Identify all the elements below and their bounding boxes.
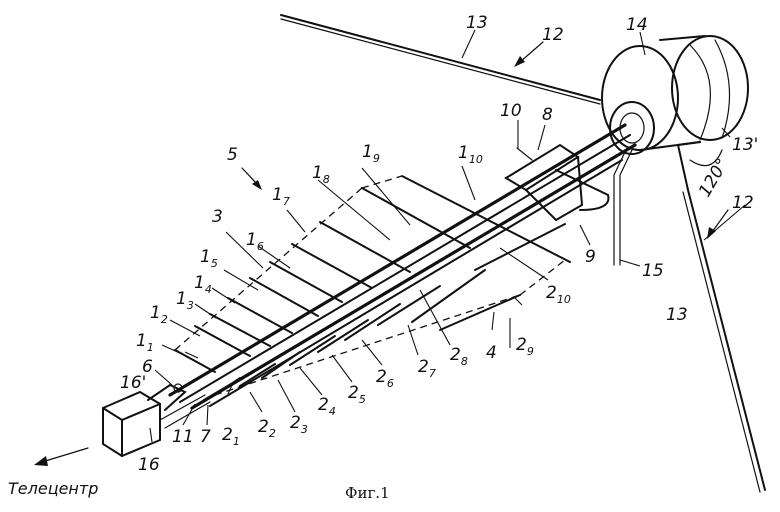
label-1-9: 19 — [362, 142, 380, 165]
label-2-5: 25 — [348, 383, 366, 406]
label-11: 11 — [172, 427, 194, 447]
lower-elements — [214, 223, 566, 396]
label-8: 8 — [542, 105, 553, 125]
label-6: 6 — [142, 357, 153, 377]
label-12-right: 12 — [732, 193, 754, 213]
label-1-6: 16 — [246, 230, 264, 253]
upper-elements — [174, 175, 571, 373]
label-2-2: 22 — [258, 417, 276, 440]
mount-bracket — [504, 143, 610, 222]
label-2-3: 23 — [290, 413, 308, 436]
label-1-7: 17 — [272, 185, 290, 208]
label-13-prime: 13' — [732, 135, 758, 155]
label-2-9: 29 — [516, 335, 534, 358]
envelope-outlines — [174, 175, 566, 396]
label-2-7: 27 — [418, 357, 436, 380]
label-12-top: 12 — [542, 25, 564, 45]
label-15: 15 — [642, 261, 664, 281]
label-13-top: 13 — [466, 13, 488, 33]
label-13-right: 13 — [666, 305, 688, 325]
label-2-4: 24 — [318, 395, 336, 418]
direction-label: Телецентр — [8, 479, 98, 498]
angle-label: 120° — [695, 155, 733, 200]
label-2-10: 210 — [546, 283, 571, 306]
label-1-8: 18 — [312, 163, 330, 186]
label-1-5: 15 — [200, 247, 218, 270]
label-14: 14 — [626, 15, 648, 35]
label-1-1: 11 — [136, 331, 154, 354]
direction-arrows — [34, 41, 729, 466]
leader-lines — [149, 29, 746, 443]
label-16-prime: 16' — [120, 373, 146, 393]
label-2-8: 28 — [450, 345, 468, 368]
feed-box — [102, 383, 211, 458]
figure-caption: Фиг.1 — [345, 484, 390, 502]
label-10: 10 — [500, 101, 522, 121]
label-9: 9 — [585, 247, 596, 267]
mast-clamp-cylinder — [601, 35, 749, 266]
reference-labels: 5 3 19 110 18 17 16 15 14 13 12 11 6 16'… — [8, 13, 758, 502]
label-1-2: 12 — [150, 303, 168, 326]
label-1-10: 110 — [458, 143, 483, 166]
label-7: 7 — [200, 427, 211, 447]
label-3: 3 — [212, 207, 223, 227]
boom-rods — [168, 123, 637, 410]
label-2-6: 26 — [376, 367, 394, 390]
label-16: 16 — [138, 455, 160, 475]
label-2-1: 21 — [222, 425, 240, 448]
upper-mast-arm — [280, 14, 601, 105]
label-1-4: 14 — [194, 273, 212, 296]
label-1-3: 13 — [176, 289, 194, 312]
label-5: 5 — [227, 145, 238, 165]
label-4: 4 — [486, 343, 497, 363]
